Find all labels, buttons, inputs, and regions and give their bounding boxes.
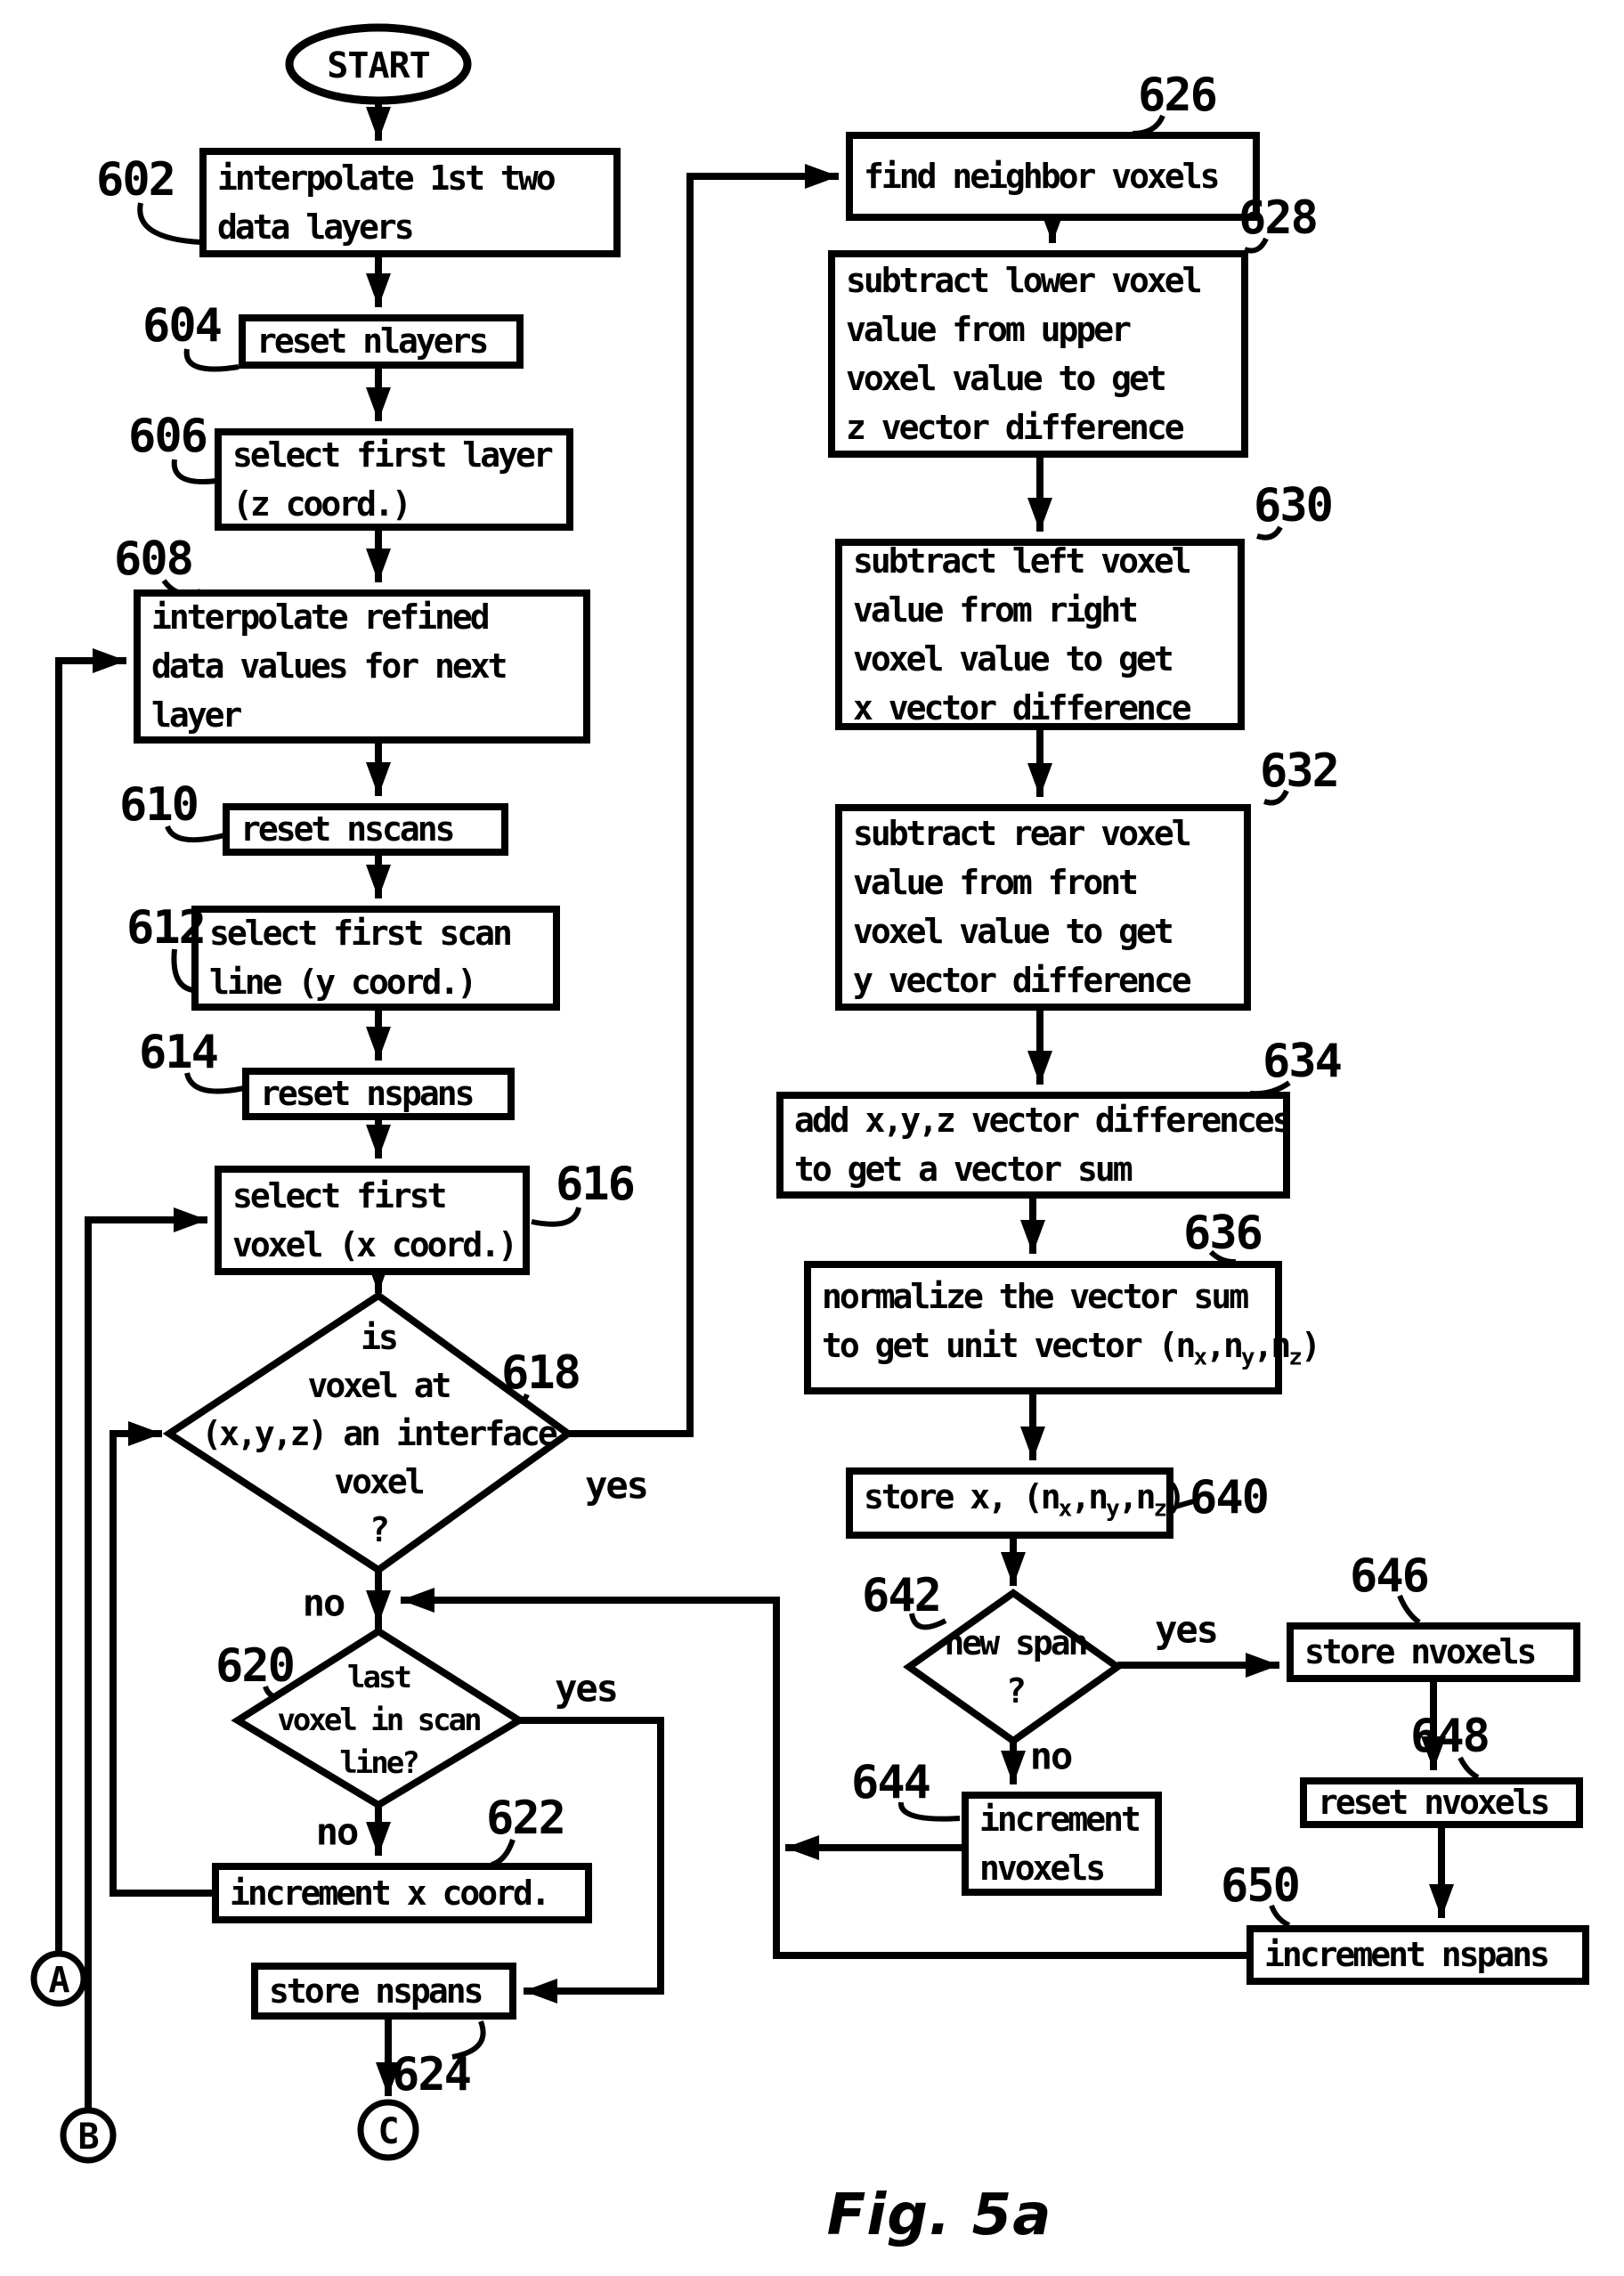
loop-b-616: [85, 1207, 207, 2110]
leader-648: [1458, 1756, 1480, 1780]
ref-632: 632: [1260, 744, 1340, 798]
ref-640: 640: [1190, 1471, 1270, 1524]
connector-b-circle: [60, 2107, 117, 2164]
feedback-650-618no: [401, 1588, 1246, 1959]
arrow-618-yes-626: [568, 164, 839, 1437]
ref-614: 614: [139, 1026, 219, 1079]
leader-602: [137, 202, 202, 245]
ref-602: 602: [96, 153, 176, 207]
leader-644: [898, 1801, 961, 1822]
branch-620-yes: yes: [555, 1666, 619, 1711]
ref-606: 606: [128, 410, 208, 463]
decision-618-diamond: [162, 1291, 574, 1574]
box-650: increment nspans: [1246, 1925, 1589, 1985]
branch-618-no: no: [302, 1581, 346, 1625]
box-622: increment x coord.: [212, 1863, 592, 1923]
ref-610: 610: [119, 778, 199, 832]
leader-614: [184, 1072, 245, 1094]
branch-642-yes: yes: [1155, 1607, 1219, 1652]
box-614: reset nspans: [242, 1068, 515, 1120]
box-640: store x, (nx,ny,nz): [846, 1467, 1186, 1539]
figure-caption: Fig. 5a: [826, 2183, 1052, 2248]
loop-a-608: [55, 648, 126, 1954]
leader-612: [171, 948, 194, 993]
ref-628: 628: [1238, 191, 1319, 245]
box-610: reset nscans: [223, 803, 508, 856]
ref-634: 634: [1263, 1035, 1343, 1088]
leader-628: [1243, 237, 1269, 254]
branch-618-yes: yes: [585, 1463, 649, 1508]
leader-642: [909, 1613, 947, 1630]
ref-650: 650: [1221, 1859, 1301, 1913]
ref-630: 630: [1254, 479, 1334, 532]
ref-604: 604: [142, 299, 223, 353]
box-648: reset nvoxels: [1300, 1777, 1583, 1828]
leader-616: [531, 1207, 581, 1227]
connector-c-circle: [357, 2099, 419, 2161]
leader-606: [171, 459, 217, 484]
connector-a-label: A: [48, 1960, 69, 2001]
terminal-shapes: [30, 23, 1124, 2164]
box-646: store nvoxels: [1287, 1622, 1580, 1682]
leader-650: [1269, 1904, 1291, 1928]
ref-616: 616: [556, 1158, 636, 1211]
ref-644: 644: [851, 1756, 931, 1809]
leader-632: [1263, 789, 1289, 806]
connectors: [55, 100, 1454, 2110]
ref-618: 618: [501, 1346, 581, 1400]
branch-642-no: no: [1029, 1734, 1074, 1778]
decision-642-diamond: [903, 1589, 1124, 1745]
decision-620-diamond: [231, 1627, 526, 1809]
leader-646: [1397, 1594, 1421, 1625]
box-604: reset nlayers: [239, 314, 524, 369]
leader-630: [1256, 525, 1283, 541]
leader-624: [451, 2020, 486, 2060]
leader-610: [165, 825, 225, 843]
connector-b-label: B: [77, 2117, 99, 2158]
leader-640: [1174, 1498, 1198, 1509]
connector-c-label: C: [378, 2111, 399, 2152]
ref-624: 624: [392, 2048, 472, 2101]
ref-612: 612: [126, 901, 207, 955]
start-label: START: [327, 45, 430, 86]
box-606: select first layer(z coord.): [215, 428, 573, 531]
box-626: find neighbor voxels: [846, 132, 1260, 221]
loop-622-618: [110, 1421, 212, 1897]
ref-642: 642: [862, 1569, 942, 1622]
ref-622: 622: [486, 1792, 566, 1845]
ref-648: 648: [1410, 1710, 1490, 1763]
ref-626: 626: [1138, 69, 1218, 122]
ref-608: 608: [114, 532, 194, 586]
branch-620-no: no: [315, 1809, 360, 1854]
box-636: normalize the vector sum to get unit vec…: [804, 1261, 1321, 1394]
leader-604: [183, 348, 240, 372]
arrow-620-yes-624: [519, 1717, 664, 2004]
ref-620: 620: [215, 1639, 296, 1693]
connector-a-circle: [30, 1950, 87, 2007]
box-624: store nspans: [251, 1963, 516, 2020]
start-oval: [285, 23, 472, 105]
ref-646: 646: [1350, 1549, 1430, 1603]
ref-636: 636: [1183, 1207, 1263, 1260]
decision-642-text: new span?: [944, 1623, 1088, 1711]
